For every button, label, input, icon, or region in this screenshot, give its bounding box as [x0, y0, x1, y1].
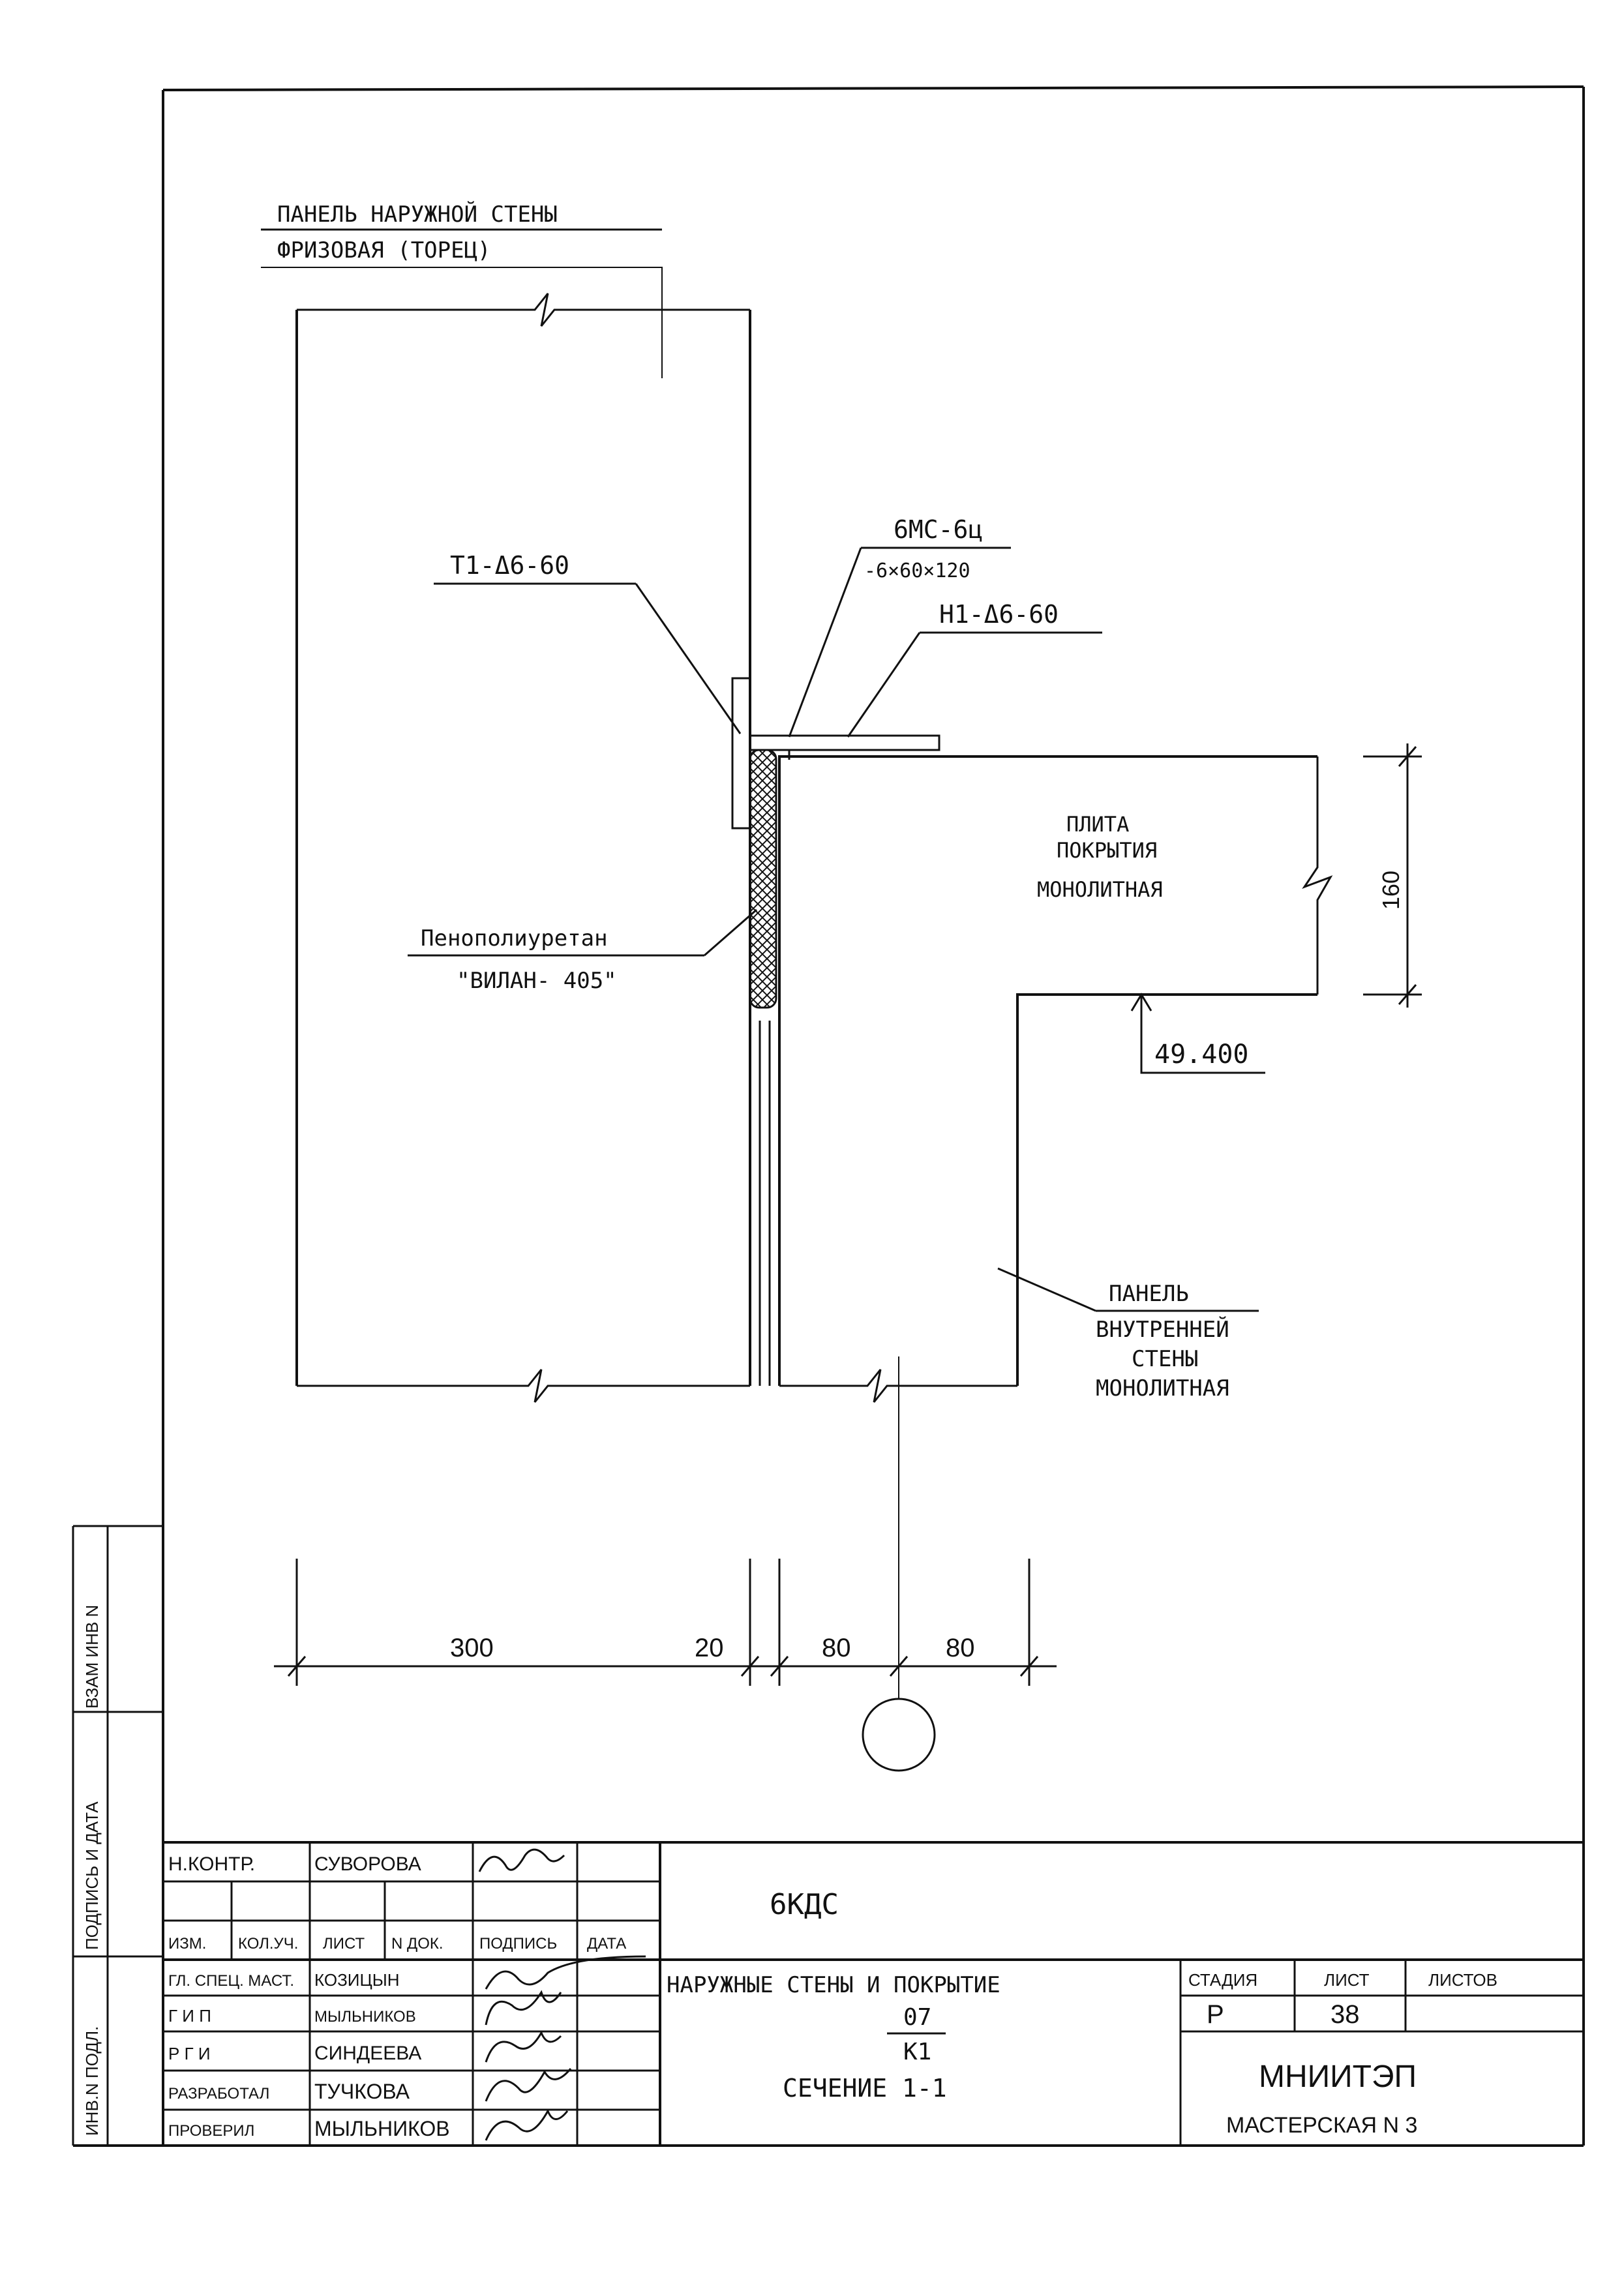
approval-name-3: МЫЛЬНИКОВ [314, 2008, 416, 2026]
bottom-dimension-chain: 300 20 80 80 [274, 1559, 1057, 1686]
podpis-data-label: ПОДПИСЬ И ДАТА [82, 1801, 102, 1950]
elevation-value: 49.400 [1154, 1040, 1249, 1070]
inner-panel-line2: ВНУТРЕННЕЙ [1096, 1316, 1229, 1343]
header-n-dok: N ДОК. [391, 1935, 444, 1953]
approval-role-0: Н.КОНТР. [168, 1853, 255, 1875]
sheet-label: ЛИСТ [1324, 1970, 1370, 1990]
side-stamp: ВЗАМ ИНВ N ПОДПИСЬ И ДАТА ИНВ.N ПОДЛ. [72, 1525, 163, 2146]
outer-panel-line2: ФРИЗОВАЯ (ТОРЕЦ) [277, 237, 491, 263]
header-kol-uch: КОЛ.УЧ. [238, 1935, 298, 1953]
grid-axis [862, 1356, 936, 1772]
tie-h1-label: Н1-Δ6-60 [939, 600, 1059, 629]
title-block: Н.КОНТР. СУВОРОВА ИЗМ. КОЛ.УЧ. ЛИСТ N ДО… [163, 1841, 1584, 2146]
inner-panel-line3: СТЕНЫ [1132, 1346, 1198, 1372]
approval-role-5: РАЗРАБОТАЛ [168, 2085, 269, 2103]
doc-number-bottom: К1 [903, 2039, 931, 2065]
inner-panel-line4: МОНОЛИТНАЯ [1096, 1375, 1229, 1401]
approval-name-4: СИНДЕЕВА [314, 2043, 421, 2064]
section-title: СЕЧЕНИЕ 1-1 [783, 2074, 947, 2103]
sheets-label: ЛИСТОВ [1428, 1970, 1497, 1990]
sheet-frame [73, 85, 1585, 2147]
organization-name: МНИИТЭП [1259, 2059, 1417, 2094]
joint-detail [731, 677, 940, 1386]
elevation-mark: 49.400 [1130, 993, 1265, 1074]
header-list: ЛИСТ [323, 1935, 365, 1953]
approval-name-6: МЫЛЬНИКОВ [314, 2117, 450, 2140]
vzam-inv-label: ВЗАМ ИНВ N [82, 1605, 102, 1709]
dim-80a: 80 [822, 1634, 851, 1662]
callout-h1: Н1-Δ6-60 [847, 600, 1102, 738]
slab-label: ПЛИТА ПОКРЫТИЯ МОНОЛИТНАЯ [1037, 812, 1163, 902]
stage-label: СТАДИЯ [1188, 1970, 1257, 1990]
approval-name-5: ТУЧКОВА [314, 2080, 410, 2103]
approval-name-2: КОЗИЦЫН [314, 1970, 400, 1990]
dim-300: 300 [450, 1634, 494, 1662]
slab-thickness-value: 160 [1377, 871, 1404, 910]
approval-role-3: Г И П [168, 2006, 211, 2026]
foam-line2: "ВИЛАН- 405" [457, 968, 617, 994]
approval-role-2: ГЛ. СПЕЦ. МАСТ. [168, 1972, 294, 1990]
plate-size-label: -6×60×120 [864, 560, 970, 582]
slab-and-inner-wall [778, 755, 1333, 1403]
callout-foam: Пенополиуретан "ВИЛАН- 405" [408, 908, 757, 994]
inner-panel-label: ПАНЕЛЬ ВНУТРЕННЕЙ СТЕНЫ МОНОЛИТНАЯ [997, 1267, 1259, 1401]
tie-t1-label: Т1-Δ6-60 [450, 551, 569, 580]
workshop-name: МАСТЕРСКАЯ N 3 [1226, 2113, 1417, 2138]
callout-plate: 6МС-6ц -6×60×120 [788, 515, 1011, 738]
sheet-value: 38 [1331, 2000, 1360, 2029]
slab-line3: МОНОЛИТНАЯ [1037, 877, 1163, 902]
slab-line1: ПЛИТА [1066, 812, 1129, 837]
outer-panel-line1: ПАНЕЛЬ НАРУЖНОЙ СТЕНЫ [277, 201, 558, 228]
drawing-code: 6КДС [770, 1888, 839, 1921]
header-data: ДАТА [587, 1935, 626, 1953]
approval-role-6: ПРОВЕРИЛ [168, 2122, 254, 2140]
foam-insulation [749, 749, 777, 1009]
stage-value: Р [1207, 2000, 1224, 2029]
plate-mark-label: 6МС-6ц [894, 515, 983, 544]
approval-role-4: Р Г И [168, 2044, 211, 2063]
dim-80b: 80 [946, 1634, 975, 1662]
signatures [478, 1848, 646, 2141]
slab-thickness-dimension: 160 [1363, 743, 1422, 1008]
slab-line2: ПОКРЫТИЯ [1057, 838, 1157, 863]
header-podpis: ПОДПИСЬ [479, 1935, 557, 1953]
foam-line1: Пенополиуретан [421, 925, 608, 951]
outer-panel-label: ПАНЕЛЬ НАРУЖНОЙ СТЕНЫ ФРИЗОВАЯ (ТОРЕЦ) [261, 201, 663, 378]
axis-marker [862, 1698, 936, 1772]
doc-number-top: 07 [903, 2004, 931, 2031]
inv-podl-label: ИНВ.N ПОДЛ. [82, 2026, 102, 2136]
outer-wall-panel [295, 293, 751, 1403]
dim-20: 20 [695, 1634, 724, 1662]
callout-t1: Т1-Δ6-60 [434, 551, 742, 734]
doc-title: НАРУЖНЫЕ СТЕНЫ И ПОКРЫТИЕ [667, 1972, 1000, 1998]
header-izm: ИЗМ. [168, 1935, 206, 1953]
approval-name-0: СУВОРОВА [314, 1853, 421, 1875]
inner-panel-line1: ПАНЕЛЬ [1109, 1281, 1189, 1307]
